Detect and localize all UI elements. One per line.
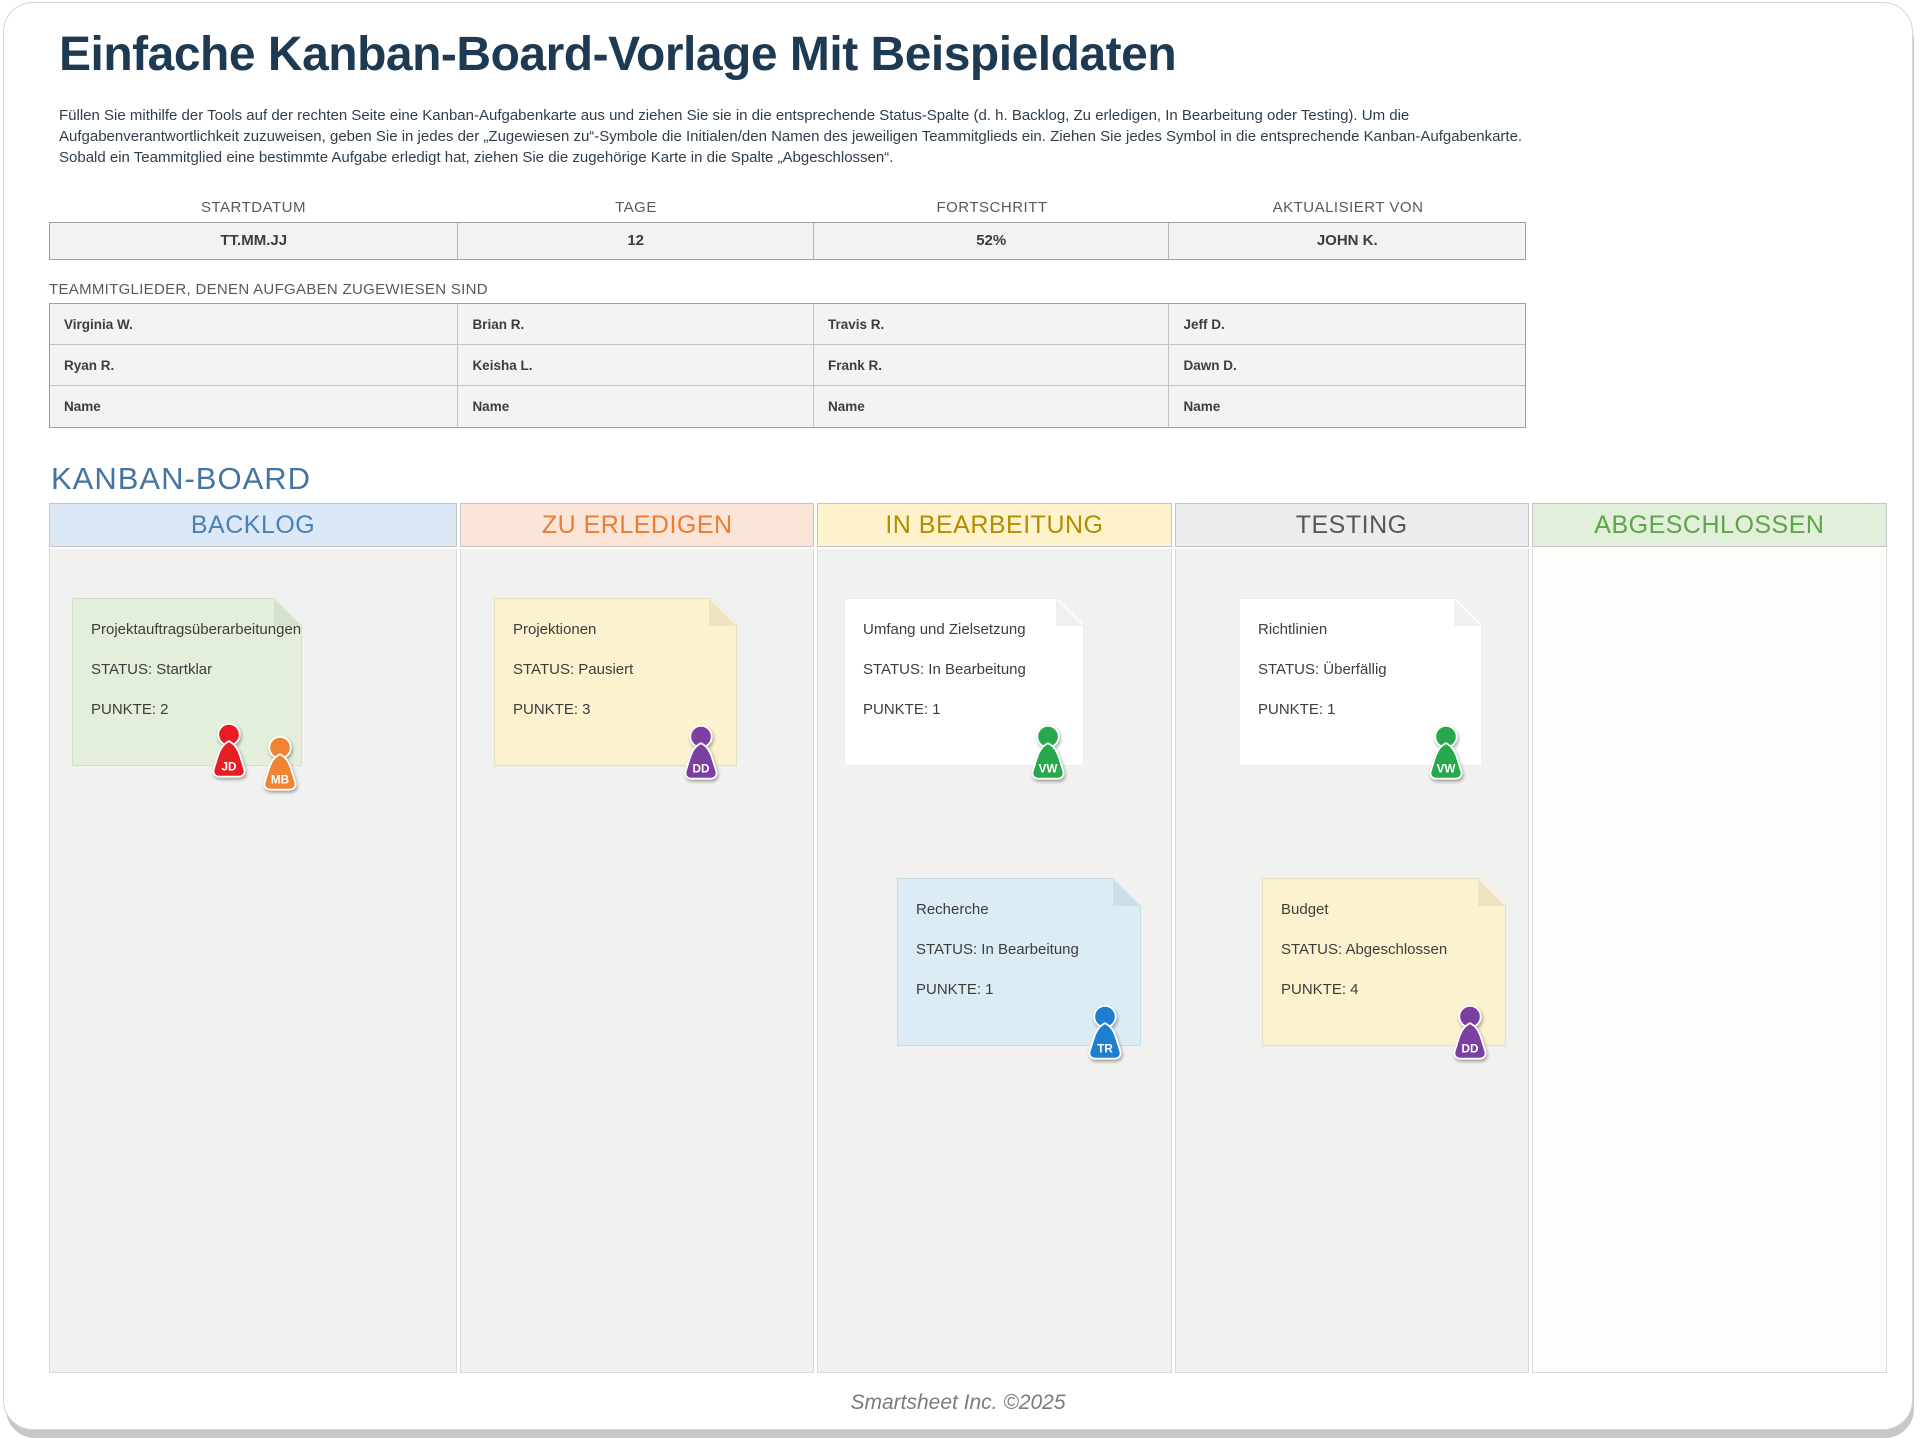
assignee-initials: DD bbox=[693, 763, 710, 776]
template-page: Einfache Kanban-Board-Vorlage Mit Beispi… bbox=[3, 2, 1913, 1430]
team-member-cell[interactable]: Jeff D. bbox=[1169, 304, 1525, 345]
page-title: Einfache Kanban-Board-Vorlage Mit Beispi… bbox=[59, 28, 1177, 81]
stats-value-tage[interactable]: 12 bbox=[458, 223, 814, 259]
assignee-pawn-icon[interactable]: VW bbox=[1026, 724, 1070, 782]
assignee-initials: TR bbox=[1097, 1043, 1113, 1056]
team-member-cell[interactable]: Travis R. bbox=[813, 304, 1170, 345]
assignee-initials: DD bbox=[1462, 1043, 1479, 1056]
stats-value-startdatum[interactable]: TT.MM.JJ bbox=[50, 223, 459, 259]
team-member-cell[interactable]: Name bbox=[50, 386, 459, 427]
kanban-card-projektionen[interactable]: Projektionen STATUS: Pausiert PUNKTE: 3 … bbox=[494, 598, 737, 780]
column-header-in-bearbeitung: IN BEARBEITUNG bbox=[817, 503, 1172, 547]
team-member-cell[interactable]: Brian R. bbox=[458, 304, 814, 345]
project-stats-table: STARTDATUM TAGE FORTSCHRITT AKTUALISIERT… bbox=[49, 199, 1526, 260]
kanban-card-budget[interactable]: Budget STATUS: Abgeschlossen PUNKTE: 4 D… bbox=[1262, 878, 1506, 1060]
card-status: STATUS: Pausiert bbox=[513, 661, 634, 678]
assignee-pawn-icon[interactable]: DD bbox=[1448, 1004, 1492, 1062]
column-header-backlog: BACKLOG bbox=[49, 503, 458, 547]
card-title: Projektionen bbox=[513, 621, 597, 638]
column-header-label: ABGESCHLOSSEN bbox=[1594, 510, 1825, 539]
team-member-cell[interactable]: Keisha L. bbox=[458, 345, 814, 386]
kanban-card-umfang-und-zielsetzung[interactable]: Umfang und Zielsetzung STATUS: In Bearbe… bbox=[844, 598, 1084, 780]
card-points: PUNKTE: 4 bbox=[1281, 981, 1359, 998]
assignee-initials: VW bbox=[1039, 763, 1059, 776]
team-member-cell[interactable]: Frank R. bbox=[813, 345, 1170, 386]
column-header-abgeschlossen: ABGESCHLOSSEN bbox=[1531, 503, 1887, 547]
card-title: Umfang und Zielsetzung bbox=[863, 621, 1026, 638]
column-body-abgeschlossen[interactable] bbox=[1531, 549, 1887, 1373]
kanban-card-recherche[interactable]: Recherche STATUS: In Bearbeitung PUNKTE:… bbox=[897, 878, 1141, 1060]
assignee-pawn-icon[interactable]: VW bbox=[1424, 724, 1468, 782]
card-points: PUNKTE: 3 bbox=[513, 701, 591, 718]
card-points: PUNKTE: 2 bbox=[91, 701, 169, 718]
card-title: Budget bbox=[1281, 901, 1329, 918]
team-member-cell[interactable]: Name bbox=[458, 386, 814, 427]
team-member-cell[interactable]: Dawn D. bbox=[1169, 345, 1525, 386]
team-member-cell[interactable]: Name bbox=[1183, 399, 1221, 414]
card-status: STATUS: Startklar bbox=[91, 661, 213, 678]
card-title: Richtlinien bbox=[1258, 621, 1328, 638]
column-header-label: IN BEARBEITUNG bbox=[885, 510, 1104, 539]
assignee-pawn-icon[interactable]: JD bbox=[207, 722, 251, 780]
stats-value-fortschritt[interactable]: 52% bbox=[814, 223, 1170, 259]
card-points: PUNKTE: 1 bbox=[1258, 701, 1336, 718]
assignee-initials: MB bbox=[271, 774, 289, 787]
team-member-cell[interactable]: Virginia W. bbox=[50, 304, 459, 345]
card-status: STATUS: In Bearbeitung bbox=[916, 941, 1079, 958]
team-member-cell[interactable]: Name bbox=[814, 386, 1170, 427]
stats-header-aktualisiert-von: AKTUALISIERT VON bbox=[1272, 199, 1424, 216]
stats-header-tage: TAGE bbox=[615, 199, 657, 216]
assignee-pawn-icon[interactable]: MB bbox=[258, 735, 302, 793]
card-points: PUNKTE: 1 bbox=[916, 981, 994, 998]
column-header-zu-erledigen: ZU ERLEDIGEN bbox=[460, 503, 815, 547]
column-header-label: TESTING bbox=[1295, 510, 1408, 539]
card-status: STATUS: Überfällig bbox=[1258, 661, 1387, 678]
team-members-table: Virginia W. Brian R. Travis R. Jeff D. R… bbox=[49, 303, 1526, 428]
column-header-testing: TESTING bbox=[1174, 503, 1529, 547]
kanban-card-projektauftragsueberarbeitungen[interactable]: Projektauftragsüberarbeitungen STATUS: S… bbox=[72, 598, 302, 791]
assignee-pawn-icon[interactable]: TR bbox=[1083, 1004, 1127, 1062]
kanban-board-title: KANBAN-BOARD bbox=[51, 461, 312, 496]
card-title: Recherche bbox=[916, 901, 989, 918]
card-status: STATUS: In Bearbeitung bbox=[863, 661, 1026, 678]
card-surface[interactable]: Recherche STATUS: In Bearbeitung PUNKTE:… bbox=[897, 878, 1141, 1046]
page-description: Füllen Sie mithilfe der Tools auf der re… bbox=[59, 107, 1523, 166]
card-points: PUNKTE: 1 bbox=[863, 701, 941, 718]
column-header-label: ZU ERLEDIGEN bbox=[541, 510, 733, 539]
stats-header-startdatum: STARTDATUM bbox=[201, 199, 306, 216]
team-section-label: TEAMMITGLIEDER, DENEN AUFGABEN ZUGEWIESE… bbox=[49, 281, 488, 298]
card-title: Projektauftragsüberarbeitungen bbox=[91, 621, 302, 638]
stats-value-aktualisiert-von[interactable]: JOHN K. bbox=[1316, 232, 1378, 249]
assignee-initials: VW bbox=[1437, 763, 1457, 776]
card-status: STATUS: Abgeschlossen bbox=[1281, 941, 1448, 958]
stats-header-fortschritt: FORTSCHRITT bbox=[936, 199, 1048, 216]
kanban-card-richtlinien[interactable]: Richtlinien STATUS: Überfällig PUNKTE: 1… bbox=[1239, 598, 1482, 780]
kanban-board: BACKLOG ZU ERLEDIGEN IN BEARBEITUNG TEST… bbox=[49, 503, 1887, 1375]
team-member-cell[interactable]: Ryan R. bbox=[50, 345, 459, 386]
assignee-pawn-icon[interactable]: DD bbox=[679, 724, 723, 782]
assignee-initials: JD bbox=[222, 761, 237, 774]
footer-copyright: Smartsheet Inc. ©2025 bbox=[850, 1391, 1066, 1414]
column-header-label: BACKLOG bbox=[190, 510, 316, 539]
